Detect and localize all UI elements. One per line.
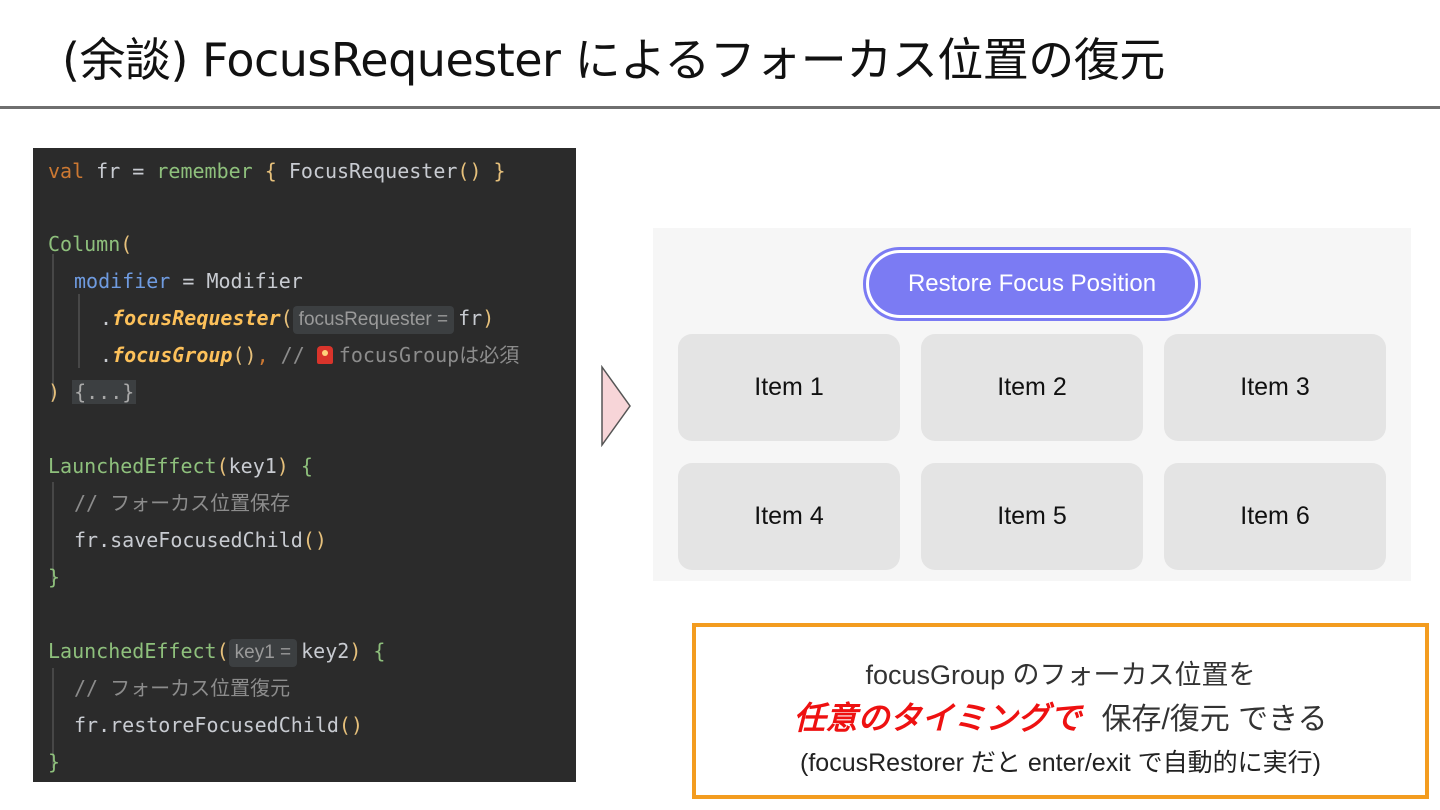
code-line-6: .focusGroup(), // focusGroupは必須 bbox=[100, 343, 520, 367]
code-line-5: .focusRequester(focusRequester =fr) bbox=[100, 304, 494, 334]
restore-focus-button[interactable]: Restore Focus Position bbox=[863, 247, 1201, 321]
note-line-2: 任意のタイミングで保存/復元 できる bbox=[696, 693, 1425, 739]
siren-icon bbox=[316, 346, 333, 364]
restore-focus-button-label: Restore Focus Position bbox=[869, 253, 1195, 315]
right-arrow-icon bbox=[601, 365, 631, 447]
grid-item-3[interactable]: Item 3 bbox=[1164, 334, 1386, 441]
indent-guide bbox=[52, 668, 54, 768]
code-line-11: fr.saveFocusedChild() bbox=[74, 528, 327, 552]
code-line-10: // フォーカス位置保存 bbox=[74, 491, 291, 515]
code-line-1: val fr = remember { FocusRequester() } bbox=[48, 159, 506, 183]
code-line-3: Column( bbox=[48, 232, 133, 256]
code-line-14: LaunchedEffect(key1 =key2) { bbox=[48, 637, 385, 667]
parameter-hint: key1 = bbox=[228, 639, 298, 667]
parameter-hint: focusRequester = bbox=[292, 306, 455, 334]
note-line-3: (focusRestorer だと enter/exit で自動的に実行) bbox=[800, 749, 1321, 777]
grid-item-5[interactable]: Item 5 bbox=[921, 463, 1143, 570]
indent-guide bbox=[78, 294, 80, 368]
title-divider bbox=[0, 106, 1440, 109]
grid-item-4[interactable]: Item 4 bbox=[678, 463, 900, 570]
indent-guide bbox=[52, 254, 54, 402]
slide-title: (余談) FocusRequester によるフォーカス位置の復元 bbox=[62, 33, 1165, 87]
code-line-4: modifier = Modifier bbox=[74, 269, 303, 293]
note-line-2-rest: 保存/復元 できる bbox=[1101, 703, 1328, 736]
grid-item-1[interactable]: Item 1 bbox=[678, 334, 900, 441]
code-line-12: } bbox=[48, 565, 61, 589]
code-line-17: } bbox=[48, 750, 61, 774]
code-editor: val fr = remember { FocusRequester() } C… bbox=[33, 148, 576, 782]
grid-item-6[interactable]: Item 6 bbox=[1164, 463, 1386, 570]
folded-block[interactable]: {...} bbox=[72, 380, 137, 404]
note-line-1: focusGroup のフォーカス位置を bbox=[865, 660, 1256, 690]
code-line-9: LaunchedEffect(key1) { bbox=[48, 454, 313, 478]
code-line-7: ) {...} bbox=[48, 380, 137, 404]
code-line-16: fr.restoreFocusedChild() bbox=[74, 713, 363, 737]
note-emphasis: 任意のタイミングで bbox=[793, 700, 1082, 736]
code-line-15: // フォーカス位置復元 bbox=[74, 676, 291, 700]
indent-guide bbox=[52, 482, 54, 582]
note-box: focusGroup のフォーカス位置を 任意のタイミングで保存/復元 できる … bbox=[692, 623, 1429, 799]
grid-item-2[interactable]: Item 2 bbox=[921, 334, 1143, 441]
